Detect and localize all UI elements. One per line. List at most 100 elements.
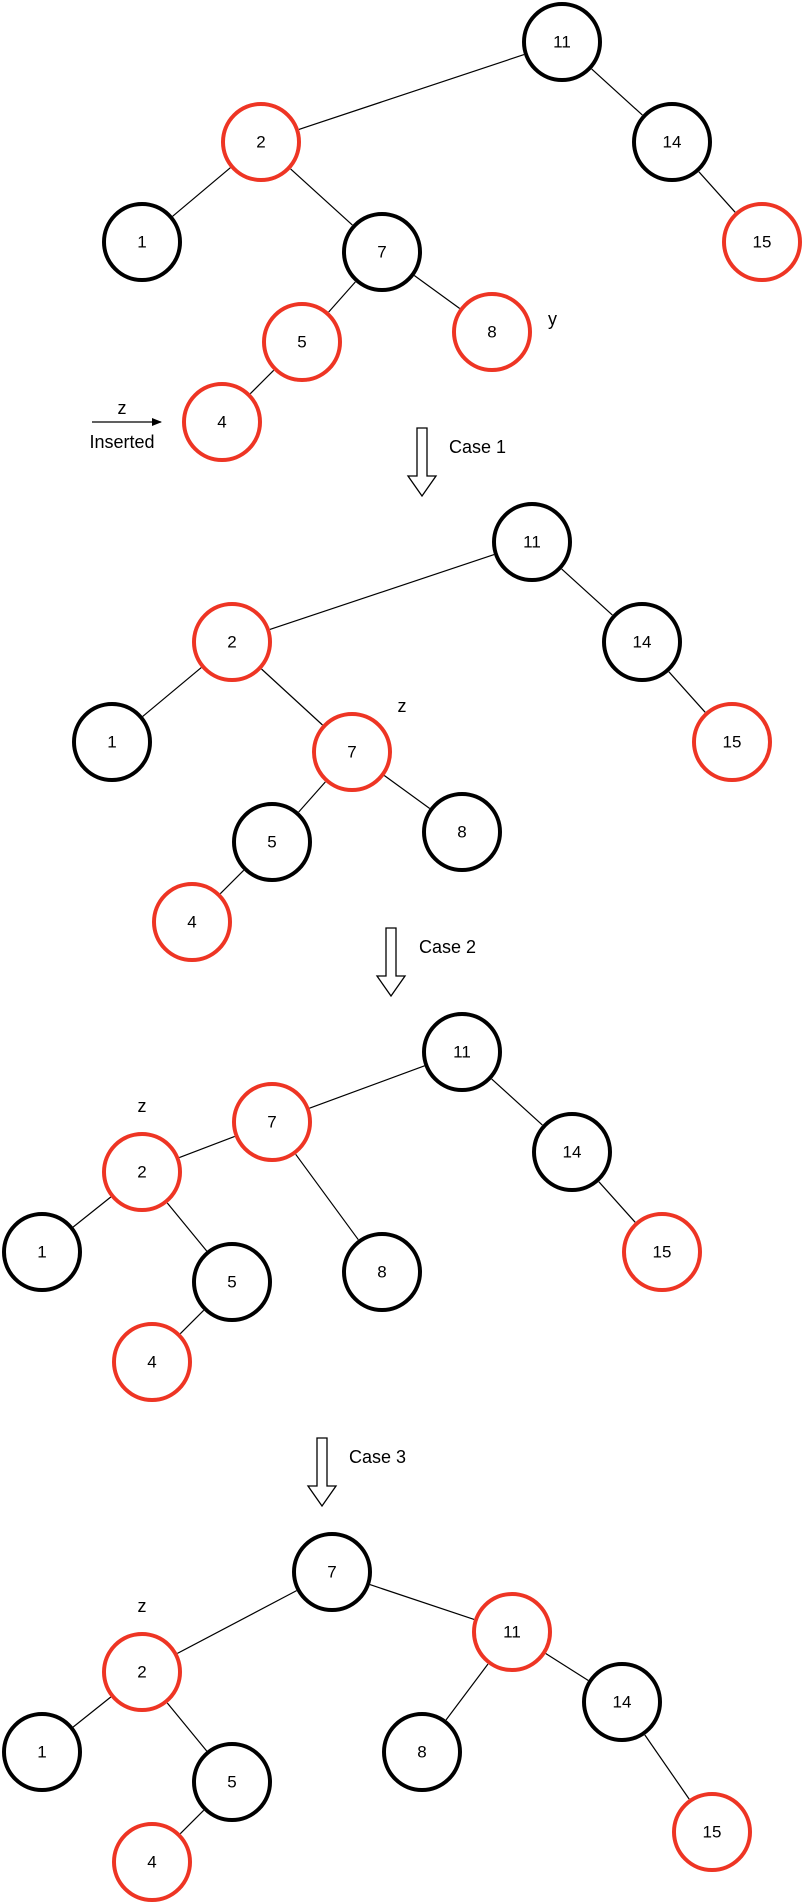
tree-node-5: 5 [192, 1742, 272, 1822]
tree-node-15: 15 [722, 202, 802, 282]
tree-edge-11-2 [269, 554, 495, 630]
tree-edge-11-14 [561, 568, 613, 616]
red-node-circle [622, 1212, 702, 1292]
tree-node-15: 15 [622, 1212, 702, 1292]
tree-node-1: 1 [2, 1712, 82, 1792]
node-key-label: 7 [267, 1113, 276, 1132]
black-node-circle [492, 502, 572, 582]
tree-edge-5-4 [249, 369, 275, 395]
node-key-label: 2 [137, 1663, 146, 1682]
tree-node-11: 11 [492, 502, 572, 582]
black-node-circle [342, 212, 422, 292]
tree-edge-2-1 [142, 667, 202, 717]
node-key-label: 5 [297, 333, 306, 352]
tree-edge-7-2 [177, 1590, 297, 1654]
red-node-circle [152, 882, 232, 962]
inserted-label: Inserted [89, 432, 154, 452]
tree-node-8: 8 [342, 1232, 422, 1312]
tree-edge-7-8 [413, 275, 461, 309]
tree-edge-7-5 [328, 281, 356, 313]
z-label-stage-3: z [138, 1596, 147, 1616]
case-2-transition: Case 2 [375, 927, 476, 998]
red-node-circle [221, 102, 301, 182]
red-node-circle [112, 1322, 192, 1402]
tree-node-4: 4 [152, 882, 232, 962]
tree-node-7: 7 [292, 1532, 372, 1612]
tree-edge-2-1 [72, 1196, 112, 1228]
case-1-label: Case 1 [449, 437, 506, 457]
node-key-label: 1 [107, 733, 116, 752]
tree-edge-11-14 [545, 1652, 589, 1682]
tree-node-7: 7 [342, 212, 422, 292]
tree-node-2: 2 [102, 1632, 182, 1712]
node-key-label: 11 [453, 1043, 471, 1062]
red-node-circle [722, 202, 802, 282]
tree-node-1: 1 [102, 202, 182, 282]
tree-edge-5-4 [179, 1809, 205, 1835]
red-node-circle [312, 712, 392, 792]
down-arrow-icon [406, 427, 438, 498]
tree-node-11: 11 [422, 1012, 502, 1092]
tree-node-2: 2 [192, 602, 272, 682]
tree-node-8: 8 [452, 292, 532, 372]
tree-node-14: 14 [602, 602, 682, 682]
tree-edge-7-5 [298, 781, 326, 813]
z-label-inserted: z [118, 398, 127, 418]
tree-edge-7-2 [179, 1135, 235, 1159]
node-key-label: 8 [487, 323, 496, 342]
node-key-label: 2 [256, 133, 265, 152]
tree-edge-11-14 [491, 1078, 543, 1126]
node-key-label: 2 [227, 633, 236, 652]
down-arrow-icon [375, 927, 407, 998]
node-key-label: 15 [653, 1243, 672, 1262]
node-key-label: 4 [147, 1853, 156, 1872]
tree-node-5: 5 [192, 1242, 272, 1322]
red-node-circle [692, 702, 772, 782]
node-key-label: 4 [147, 1353, 156, 1372]
black-node-circle [232, 802, 312, 882]
black-node-circle [2, 1712, 82, 1792]
black-node-circle [72, 702, 152, 782]
node-key-label: 1 [137, 233, 146, 252]
tree-edge-7-8 [383, 775, 431, 809]
black-node-circle [632, 102, 712, 182]
tree-edge-2-7 [290, 168, 353, 226]
case-3-transition: Case 3 [306, 1437, 406, 1508]
red-node-circle [102, 1632, 182, 1712]
black-node-circle [422, 792, 502, 872]
black-node-circle [292, 1532, 372, 1612]
node-key-label: 1 [37, 1743, 46, 1762]
tree-edge-11-2 [298, 54, 525, 130]
node-key-label: 5 [227, 1773, 236, 1792]
red-node-circle [452, 292, 532, 372]
node-key-label: 8 [377, 1263, 386, 1282]
tree-edge-2-5 [166, 1702, 208, 1752]
tree-node-2: 2 [221, 102, 301, 182]
node-key-label: 7 [327, 1563, 336, 1582]
red-node-circle [192, 602, 272, 682]
tree-edge-5-4 [179, 1309, 205, 1335]
tree-node-14: 14 [632, 102, 712, 182]
node-key-label: 11 [523, 533, 541, 552]
case-2-label: Case 2 [419, 937, 476, 957]
red-node-circle [472, 1592, 552, 1672]
red-node-circle [102, 1132, 182, 1212]
node-key-label: 14 [633, 633, 652, 652]
tree-node-7: 7 [232, 1082, 312, 1162]
tree-edge-7-11 [369, 1584, 475, 1620]
node-key-label: 11 [553, 33, 571, 52]
black-node-circle [342, 1232, 422, 1312]
tree-edge-11-8 [445, 1663, 489, 1721]
tree-node-1: 1 [2, 1212, 82, 1292]
black-node-circle [192, 1742, 272, 1822]
z-label-stage-1: z [398, 696, 407, 716]
red-node-circle [672, 1792, 752, 1872]
node-key-label: 14 [613, 1693, 632, 1712]
tree-node-7: 7 [312, 712, 392, 792]
y-label: y [548, 309, 557, 329]
node-key-label: 4 [217, 413, 226, 432]
